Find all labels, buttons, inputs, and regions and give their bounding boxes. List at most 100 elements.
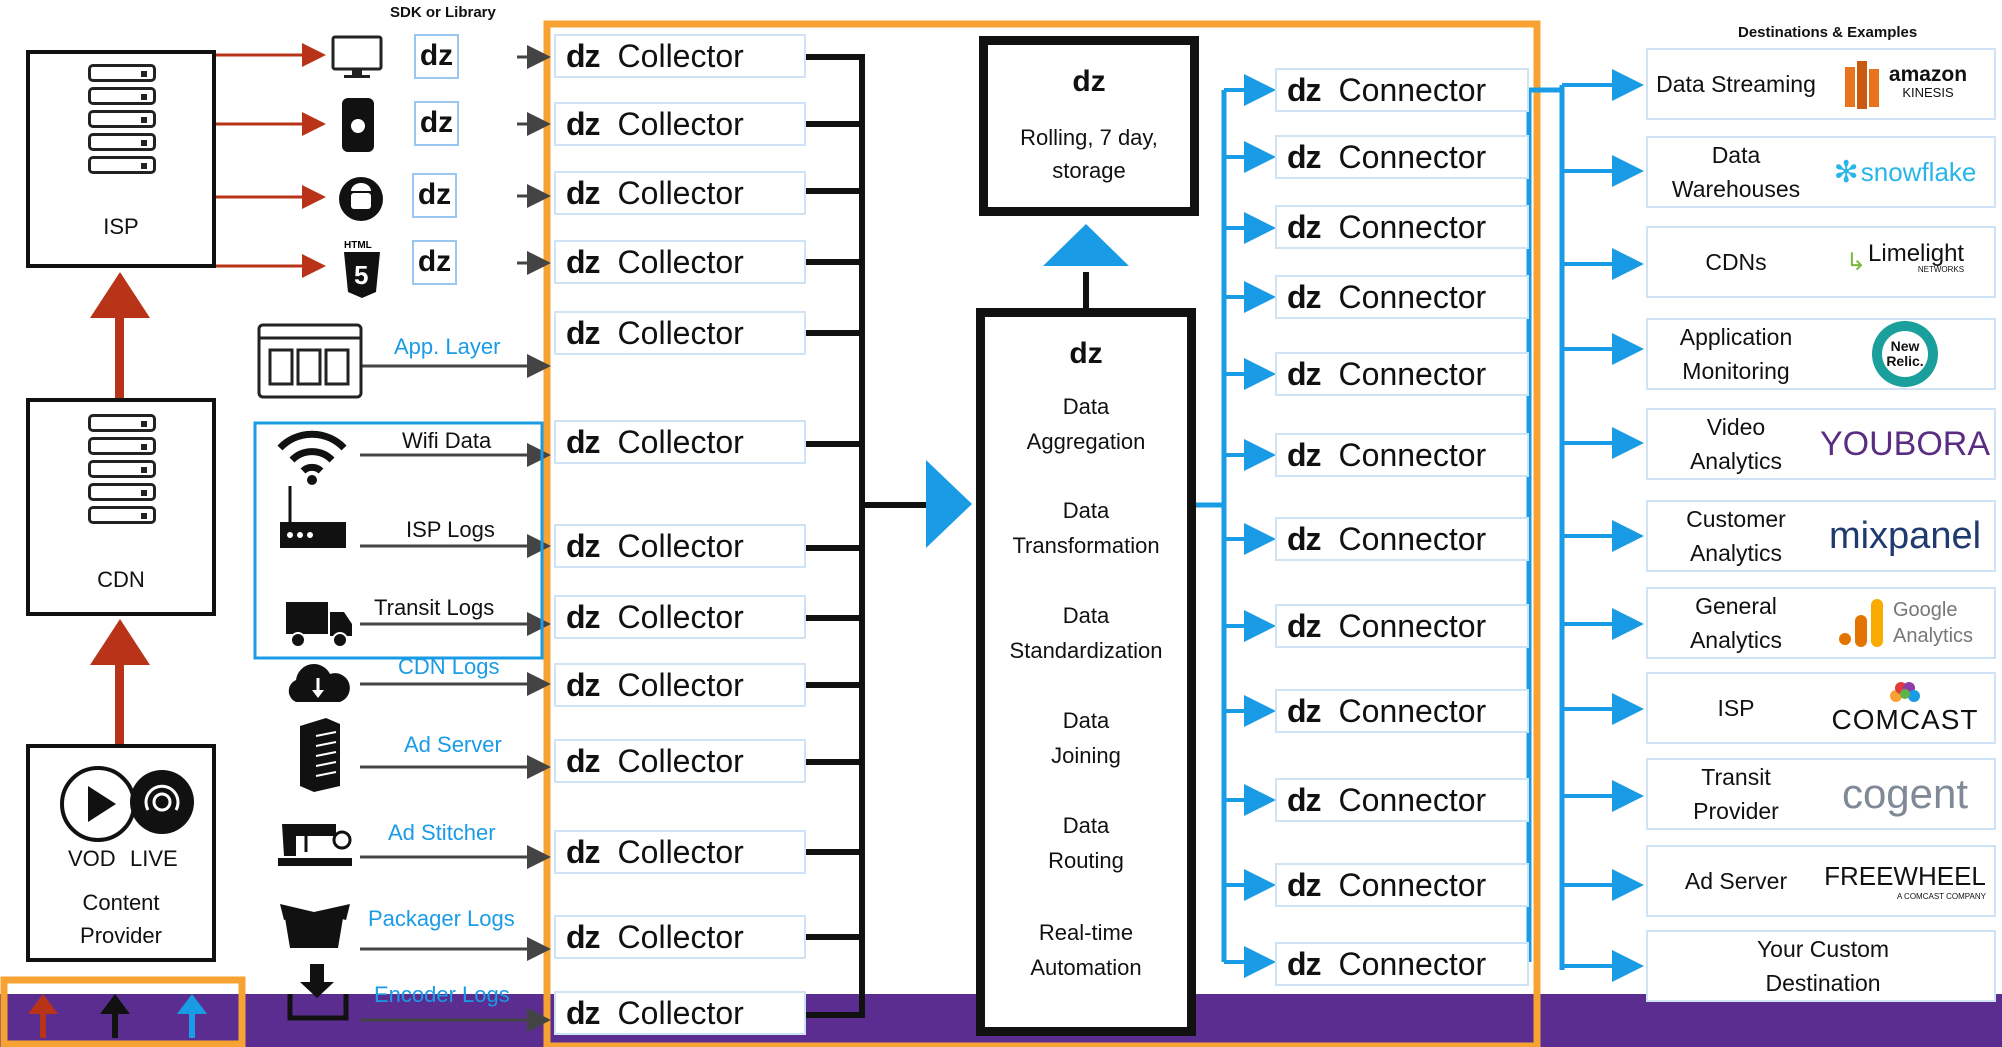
mixpanel-logo: mixpanel [1816,502,1994,570]
cdn-label: CDN [97,567,145,592]
dz-logo: dz [566,666,601,703]
processing-aggregation: Data Aggregation [1026,394,1146,454]
wifi-data-label: Wifi Data [402,428,492,453]
connector: dz Connector [1275,517,1529,561]
dz-logo: dz [566,105,601,142]
collector: dz Collector [554,240,806,284]
destination-transit-provider: Transit Provider cogent [1646,758,1996,830]
sdk-dz-box: dz [412,173,457,218]
dz-logo: dz [1287,607,1322,644]
collector-label: Collector [617,918,744,955]
destination-name: Data Warehouses [1671,142,1801,202]
collector-label: Collector [617,833,744,870]
svg-text:5: 5 [354,260,368,290]
sdk-dz-box: dz [414,101,459,146]
snowflake-icon: ✻ [1833,155,1859,189]
destination-general-analytics: General Analytics Google Analytics [1646,587,1996,659]
content-provider-label: Content Provider [80,890,162,948]
dz-logo: dz [566,37,601,74]
isp-box: ISP [26,50,216,268]
dz-logo: dz [566,243,601,280]
cdn-box: CDN [26,398,216,616]
mixpanel-wordmark: mixpanel [1828,514,1982,557]
processing-box: dz Data Aggregation Data Transformation … [976,308,1196,1036]
snowflake-logo: ✻snowflake [1816,138,1994,206]
collector-label: Collector [617,994,744,1031]
cogent-logo: cogent [1816,760,1994,828]
destination-name: Transit Provider [1693,764,1779,824]
dz-logo: dz [1287,355,1322,392]
dz-logo: dz [566,918,601,955]
dz-logo: dz [566,994,601,1031]
dz-logo: dz [1069,337,1103,370]
dz-logo: dz [1072,65,1106,98]
destination-name: Video Analytics [1689,414,1783,474]
connector-label: Connector [1338,436,1487,473]
connector-label: Connector [1338,138,1487,175]
collector-label: Collector [617,243,744,280]
collector-label: Collector [617,314,744,351]
collector: dz Collector [554,991,806,1035]
cogent-wordmark: cogent [1841,770,1969,817]
collector-label: Collector [617,423,744,460]
cloud-download-icon [282,660,354,711]
destination-name: Data Streaming [1656,71,1816,97]
connector-label: Connector [1338,607,1487,644]
live-label: LIVE [130,846,178,871]
wifi-icon [276,430,348,491]
comcast-logo: COMCAST [1816,674,1994,742]
destination-application-monitoring: Application Monitoring New Relic. [1646,318,1996,390]
destination-name: Your Custom Destination [1756,936,1890,996]
new-relic-wordmark: New Relic. [1882,331,1928,377]
dz-logo: dz [1287,781,1322,818]
destination-name: General Analytics [1689,593,1783,653]
app-layer-label: App. Layer [394,334,501,359]
destination-customer-analytics: Customer Analytics mixpanel [1646,500,1996,572]
collector: dz Collector [554,915,806,959]
dz-logo: dz [1287,138,1322,175]
collector: dz Collector [554,102,806,146]
destination-isp: ISP COMCAST [1646,672,1996,744]
app-window-icon [256,322,364,405]
processing-joining: Data Joining [1051,708,1121,768]
collector-label: Collector [617,105,744,142]
dz-logo: dz [1287,436,1322,473]
limelight-icon: ↳ [1845,248,1867,276]
dz-logo: dz [1287,71,1322,108]
connector-label: Connector [1338,781,1487,818]
connector-label: Connector [1338,520,1487,557]
dz-logo: dz [566,423,601,460]
connector-label: Connector [1338,71,1487,108]
collector-label: Collector [617,527,744,564]
isp-logs-label: ISP Logs [406,517,495,542]
encoder-logs-label: Encoder Logs [374,982,510,1007]
ad-server-label: Ad Server [404,732,502,757]
dz-logo: dz [1287,520,1322,557]
svg-text:HTML: HTML [344,240,372,251]
vod-label: VOD [68,846,116,871]
amazon-wordmark: amazon [1888,63,1968,86]
destination-name: CDNs [1705,249,1767,275]
android-icon [338,176,384,227]
sdk-dz-box: dz [414,34,459,79]
destination-name: Application Monitoring [1679,324,1793,384]
content-provider-box: VOD LIVE Content Provider [26,744,216,962]
connector-label: Connector [1338,945,1487,982]
youbora-wordmark: YOUBORA [1819,424,1991,463]
dz-logo: dz [566,314,601,351]
truck-icon [284,598,354,653]
connector: dz Connector [1275,352,1529,396]
sdk-header: SDK or Library [390,4,496,21]
connector-label: Connector [1338,355,1487,392]
